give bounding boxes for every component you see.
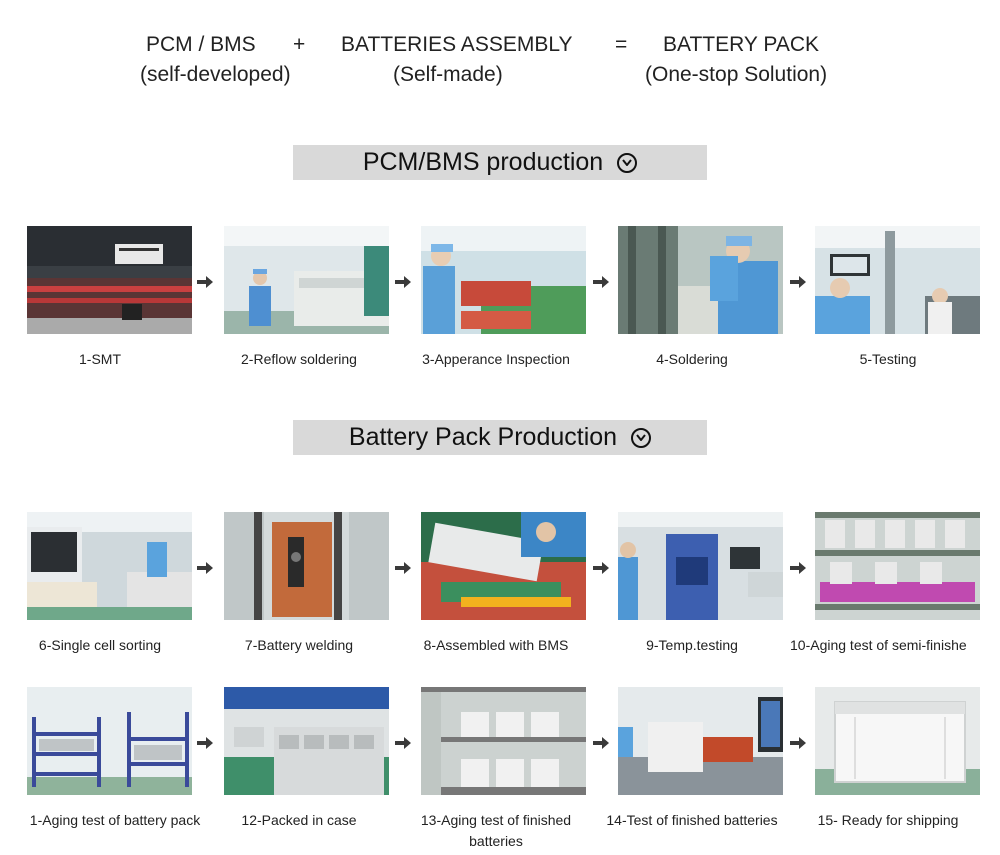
arrow-right-icon: [593, 276, 609, 288]
arrow-right-icon: [197, 276, 213, 288]
chevron-down-circle-icon[interactable]: [617, 152, 638, 173]
appearance-inspection-photo: [421, 226, 586, 334]
packed-in-case-photo: [224, 687, 389, 795]
step-caption: 10-Aging test of semi-finishe: [790, 637, 967, 653]
arrow-right-icon: [395, 737, 411, 749]
step-caption: 4-Soldering: [656, 351, 728, 367]
plus-sign: +: [293, 33, 306, 56]
arrow-right-icon: [593, 737, 609, 749]
aging-test-battery-pack-photo: [27, 687, 192, 795]
aging-test-semi-finished-photo: [815, 512, 980, 620]
ready-for-shipping-photo: [815, 687, 980, 795]
section-title: Battery Pack Production: [348, 423, 618, 451]
step-caption: 1-Aging test of battery pack: [29, 812, 201, 828]
battery-pack-subtitle: (One-stop Solution): [645, 63, 828, 86]
battery-welding-photo: [224, 512, 389, 620]
smt-machine-photo: [27, 226, 192, 334]
chevron-down-circle-icon[interactable]: [631, 427, 652, 448]
step-caption: 2-Reflow soldering: [241, 351, 357, 367]
arrow-right-icon: [395, 562, 411, 574]
arrow-right-icon: [790, 276, 806, 288]
arrow-right-icon: [395, 276, 411, 288]
step-caption: 3-Apperance Inspection: [422, 351, 570, 367]
step-caption: 13-Aging test of finished batteries: [420, 812, 572, 849]
pcm-bms-subtitle: (self-developed): [140, 63, 291, 86]
arrow-right-icon: [197, 562, 213, 574]
batteries-assembly-title: BATTERIES ASSEMBLY: [341, 33, 573, 56]
step-caption: 9-Temp.testing: [646, 637, 738, 653]
step-caption: 14-Test of finished batteries: [606, 812, 778, 828]
arrow-right-icon: [790, 562, 806, 574]
battery-pack-title: BATTERY PACK: [663, 33, 819, 56]
pcm-bms-title: PCM / BMS: [146, 33, 256, 56]
step-caption: 15- Ready for shipping: [817, 812, 959, 828]
section-title: PCM/BMS production: [362, 148, 604, 176]
temp-testing-photo: [618, 512, 783, 620]
testing-photo: [815, 226, 980, 334]
test-finished-batteries-photo: [618, 687, 783, 795]
step-caption: 7-Battery welding: [244, 637, 354, 653]
battery-pack-production-banner[interactable]: Battery Pack Production: [293, 420, 707, 455]
soldering-photo: [618, 226, 783, 334]
bms-assembly-photo: [421, 512, 586, 620]
single-cell-sorting-photo: [27, 512, 192, 620]
equals-sign: =: [615, 33, 628, 56]
step-caption: 1-SMT: [79, 351, 121, 367]
arrow-right-icon: [197, 737, 213, 749]
step-caption: 6-Single cell sorting: [38, 637, 162, 653]
step-caption: 8-Assembled with BMS: [423, 637, 569, 653]
pcm-bms-production-banner[interactable]: PCM/BMS production: [293, 145, 707, 180]
assembly-subtitle: (Self-made): [393, 63, 503, 86]
reflow-soldering-photo: [224, 226, 389, 334]
arrow-right-icon: [790, 737, 806, 749]
step-caption: 12-Packed in case: [241, 812, 357, 828]
arrow-right-icon: [593, 562, 609, 574]
aging-test-finished-photo: [421, 687, 586, 795]
step-caption: 5-Testing: [859, 351, 917, 367]
